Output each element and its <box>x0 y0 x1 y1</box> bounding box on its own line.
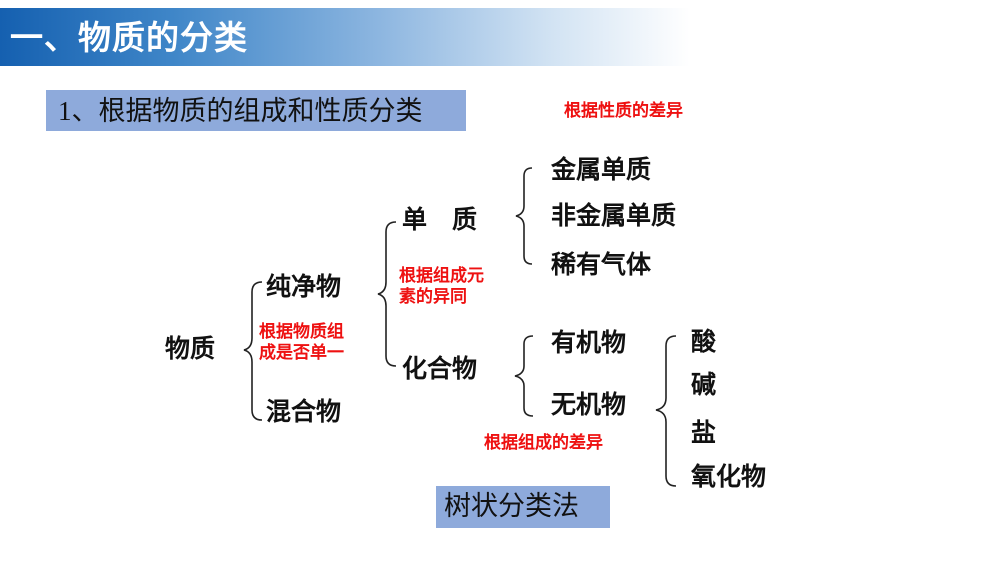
note-composition-single-line1: 根据物质组 <box>259 322 344 342</box>
node-matter: 物质 <box>165 334 216 363</box>
title-bar: 一、物质的分类 <box>0 8 690 66</box>
brace-root <box>243 281 263 421</box>
page-title: 一、物质的分类 <box>10 18 248 57</box>
note-element-diff-line2: 素的异同 <box>399 287 467 307</box>
section-subtitle: 1、根据物质的组成和性质分类 <box>58 94 423 129</box>
brace-element <box>515 167 533 265</box>
node-noble-gas: 稀有气体 <box>551 250 652 279</box>
node-oxide: 氧化物 <box>691 462 767 491</box>
node-compound: 化合物 <box>402 354 478 383</box>
node-base: 碱 <box>691 370 717 399</box>
method-label-box: 树状分类法 <box>436 486 610 528</box>
note-composition-diff: 根据组成的差异 <box>484 433 603 453</box>
note-composition-single-line2: 成是否单一 <box>259 343 344 363</box>
section-number: 1 <box>58 96 72 126</box>
node-inorganic: 无机物 <box>551 390 627 419</box>
section-subtitle-box: 1、根据物质的组成和性质分类 <box>46 90 466 131</box>
node-salt: 盐 <box>691 418 717 447</box>
method-label: 树状分类法 <box>444 491 579 522</box>
node-organic: 有机物 <box>551 328 627 357</box>
node-metal-element: 金属单质 <box>551 155 652 184</box>
note-property-diff: 根据性质的差异 <box>564 101 683 121</box>
node-acid: 酸 <box>691 327 717 356</box>
section-subtitle-text: 、根据物质的组成和性质分类 <box>71 96 423 127</box>
note-element-diff-line1: 根据组成元 <box>399 266 484 286</box>
node-element-substance: 单 质 <box>402 205 478 234</box>
node-nonmetal-element: 非金属单质 <box>551 201 677 230</box>
brace-compound <box>514 335 534 417</box>
node-pure-substance: 纯净物 <box>266 272 342 301</box>
brace-inorganic <box>655 335 677 487</box>
node-mixture: 混合物 <box>266 397 342 426</box>
brace-pure <box>377 221 397 367</box>
